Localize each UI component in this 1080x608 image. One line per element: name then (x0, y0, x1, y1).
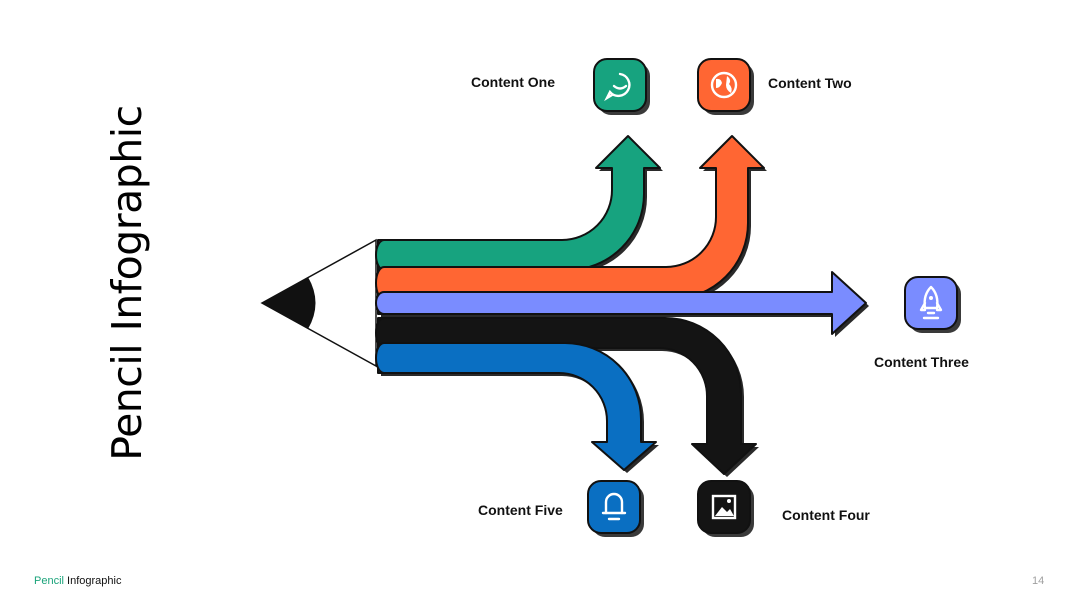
arrow-content-five (377, 342, 657, 471)
chat-icon (604, 72, 631, 102)
page-number: 14 (1032, 575, 1045, 587)
footer-rest: Infographic (63, 575, 122, 587)
icon-tile-content-one[interactable] (593, 58, 650, 115)
image-icon (711, 494, 737, 520)
icon-tile-content-two[interactable] (697, 58, 754, 115)
arrow-content-one (377, 135, 661, 271)
pencil-tip (260, 238, 377, 368)
icon-tile-content-five[interactable] (587, 480, 644, 537)
icon-tile-content-three[interactable] (904, 276, 961, 333)
rocket-icon (919, 285, 943, 320)
footer-accent: Pencil (34, 575, 64, 587)
label-content-one: Content One (471, 74, 555, 90)
arrow-content-three (377, 271, 867, 335)
icon-tile-content-four[interactable] (697, 480, 754, 537)
footer-title: Pencil Infographic (34, 575, 121, 587)
arrow-content-two (377, 135, 765, 300)
band-caps (375, 239, 385, 374)
globe-icon (710, 71, 738, 99)
label-content-two: Content Two (768, 75, 852, 91)
label-content-three: Content Three (874, 354, 969, 370)
label-content-four: Content Four (782, 507, 870, 523)
arrow-content-four (377, 317, 757, 475)
bell-icon (601, 492, 627, 521)
label-content-five: Content Five (478, 502, 563, 518)
